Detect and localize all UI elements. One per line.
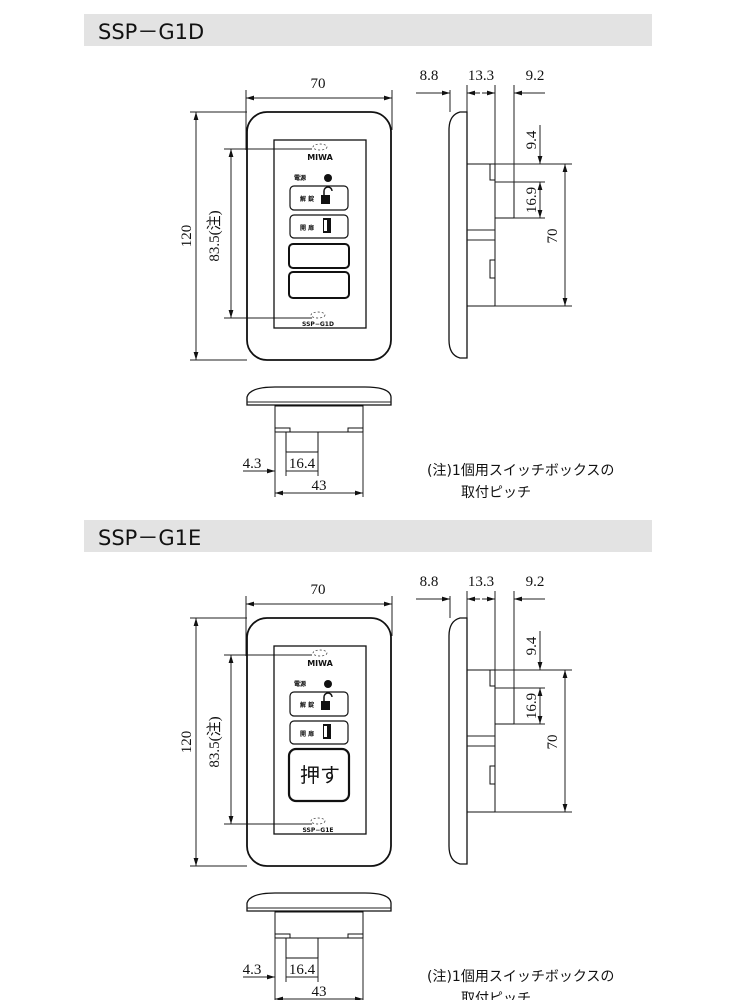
- push-label: 押す: [300, 763, 340, 787]
- footnote-line-1: (注)1個用スイッチボックスの: [427, 463, 614, 479]
- power-label: 電源: [294, 680, 306, 688]
- face-plate: [246, 111, 392, 361]
- dim-side-1: 8.8: [420, 574, 439, 590]
- power-led-icon: [324, 680, 332, 688]
- section-header: [84, 520, 652, 552]
- power-label: 電源: [294, 174, 306, 182]
- brand-logo: MIWA: [307, 659, 333, 668]
- dim-side-v3: 70: [545, 735, 561, 750]
- inner-panel: [273, 645, 367, 835]
- face-plate: [246, 617, 392, 867]
- bottom-view: 4.3 16.4 43: [243, 892, 392, 1000]
- unlock-label: 解 錠: [300, 701, 314, 709]
- open-door-button: [289, 214, 349, 239]
- section-title: SSP－G1E: [98, 526, 201, 550]
- open-door-button: [289, 720, 349, 745]
- push-button: [287, 747, 351, 803]
- side-view: 8.8 13.3 9.2 9.4 16.9 70: [416, 574, 572, 865]
- unlock-button: [289, 185, 349, 211]
- dim-bottom-2: 16.4: [289, 962, 316, 978]
- power-led-icon: [324, 174, 332, 182]
- dim-side-v1: 9.4: [524, 636, 540, 655]
- dim-bottom-2: 16.4: [289, 456, 316, 472]
- dim-bottom-1: 4.3: [243, 962, 262, 978]
- blank-button-1: [288, 243, 350, 269]
- dim-width: 70: [311, 582, 326, 598]
- dim-side-2: 13.3: [468, 574, 494, 590]
- front-view: 70 120 83.5(注) MIWA 電源 解 錠 押す 開 扉 SSP−G1…: [179, 582, 393, 867]
- model-label: SSP−G1E: [303, 827, 334, 834]
- front-view: 70 120 83.5(注) MIWA 電源 解 錠 開 扉 SSP−G1D: [179, 76, 393, 361]
- dim-side-3: 9.2: [526, 68, 545, 84]
- section-header: [84, 14, 652, 46]
- open-door-label: 開 扉: [300, 730, 314, 738]
- unlock-button: [289, 691, 349, 717]
- dim-side-2: 13.3: [468, 68, 494, 84]
- padlock-icon: [321, 692, 333, 710]
- dim-pitch: 83.5(注): [206, 210, 223, 261]
- section-g1d: SSP－G1D 70 120 83.5(注) MIWA 電源 解 錠 開 扉 S…: [84, 14, 652, 501]
- dim-side-v1: 9.4: [524, 130, 540, 149]
- dim-side-v2: 16.9: [524, 187, 540, 213]
- dim-width: 70: [311, 76, 326, 92]
- dim-bottom-1: 4.3: [243, 456, 262, 472]
- unlock-label: 解 錠: [300, 195, 314, 203]
- dim-side-v2: 16.9: [524, 693, 540, 719]
- inner-panel: [273, 139, 367, 329]
- dim-side-1: 8.8: [420, 68, 439, 84]
- dim-height: 120: [179, 731, 195, 754]
- section-title: SSP－G1D: [98, 20, 204, 44]
- footnote-line-1: (注)1個用スイッチボックスの: [427, 969, 614, 985]
- dim-side-3: 9.2: [526, 574, 545, 590]
- footnote-line-2: 取付ピッチ: [461, 485, 531, 501]
- padlock-icon: [321, 186, 333, 204]
- open-door-label: 開 扉: [300, 224, 314, 232]
- dim-bottom-3: 43: [312, 984, 327, 1000]
- side-view: 8.8 13.3 9.2 9.4 16.9 70: [416, 68, 572, 359]
- model-label: SSP−G1D: [302, 321, 334, 328]
- dim-bottom-3: 43: [312, 478, 327, 494]
- bottom-view: 4.3 16.4 43: [243, 386, 392, 497]
- dim-pitch: 83.5(注): [206, 716, 223, 767]
- footnote-line-2: 取付ピッチ: [461, 991, 531, 1000]
- door-icon: [323, 218, 331, 233]
- dim-side-v3: 70: [545, 229, 561, 244]
- dim-height: 120: [179, 225, 195, 248]
- section-g1e: SSP－G1E 70 120 83.5(注) MIWA 電源 解 錠 押す 開 …: [84, 520, 652, 1000]
- door-icon: [323, 724, 331, 739]
- brand-logo: MIWA: [307, 153, 333, 162]
- blank-button-2: [288, 271, 350, 299]
